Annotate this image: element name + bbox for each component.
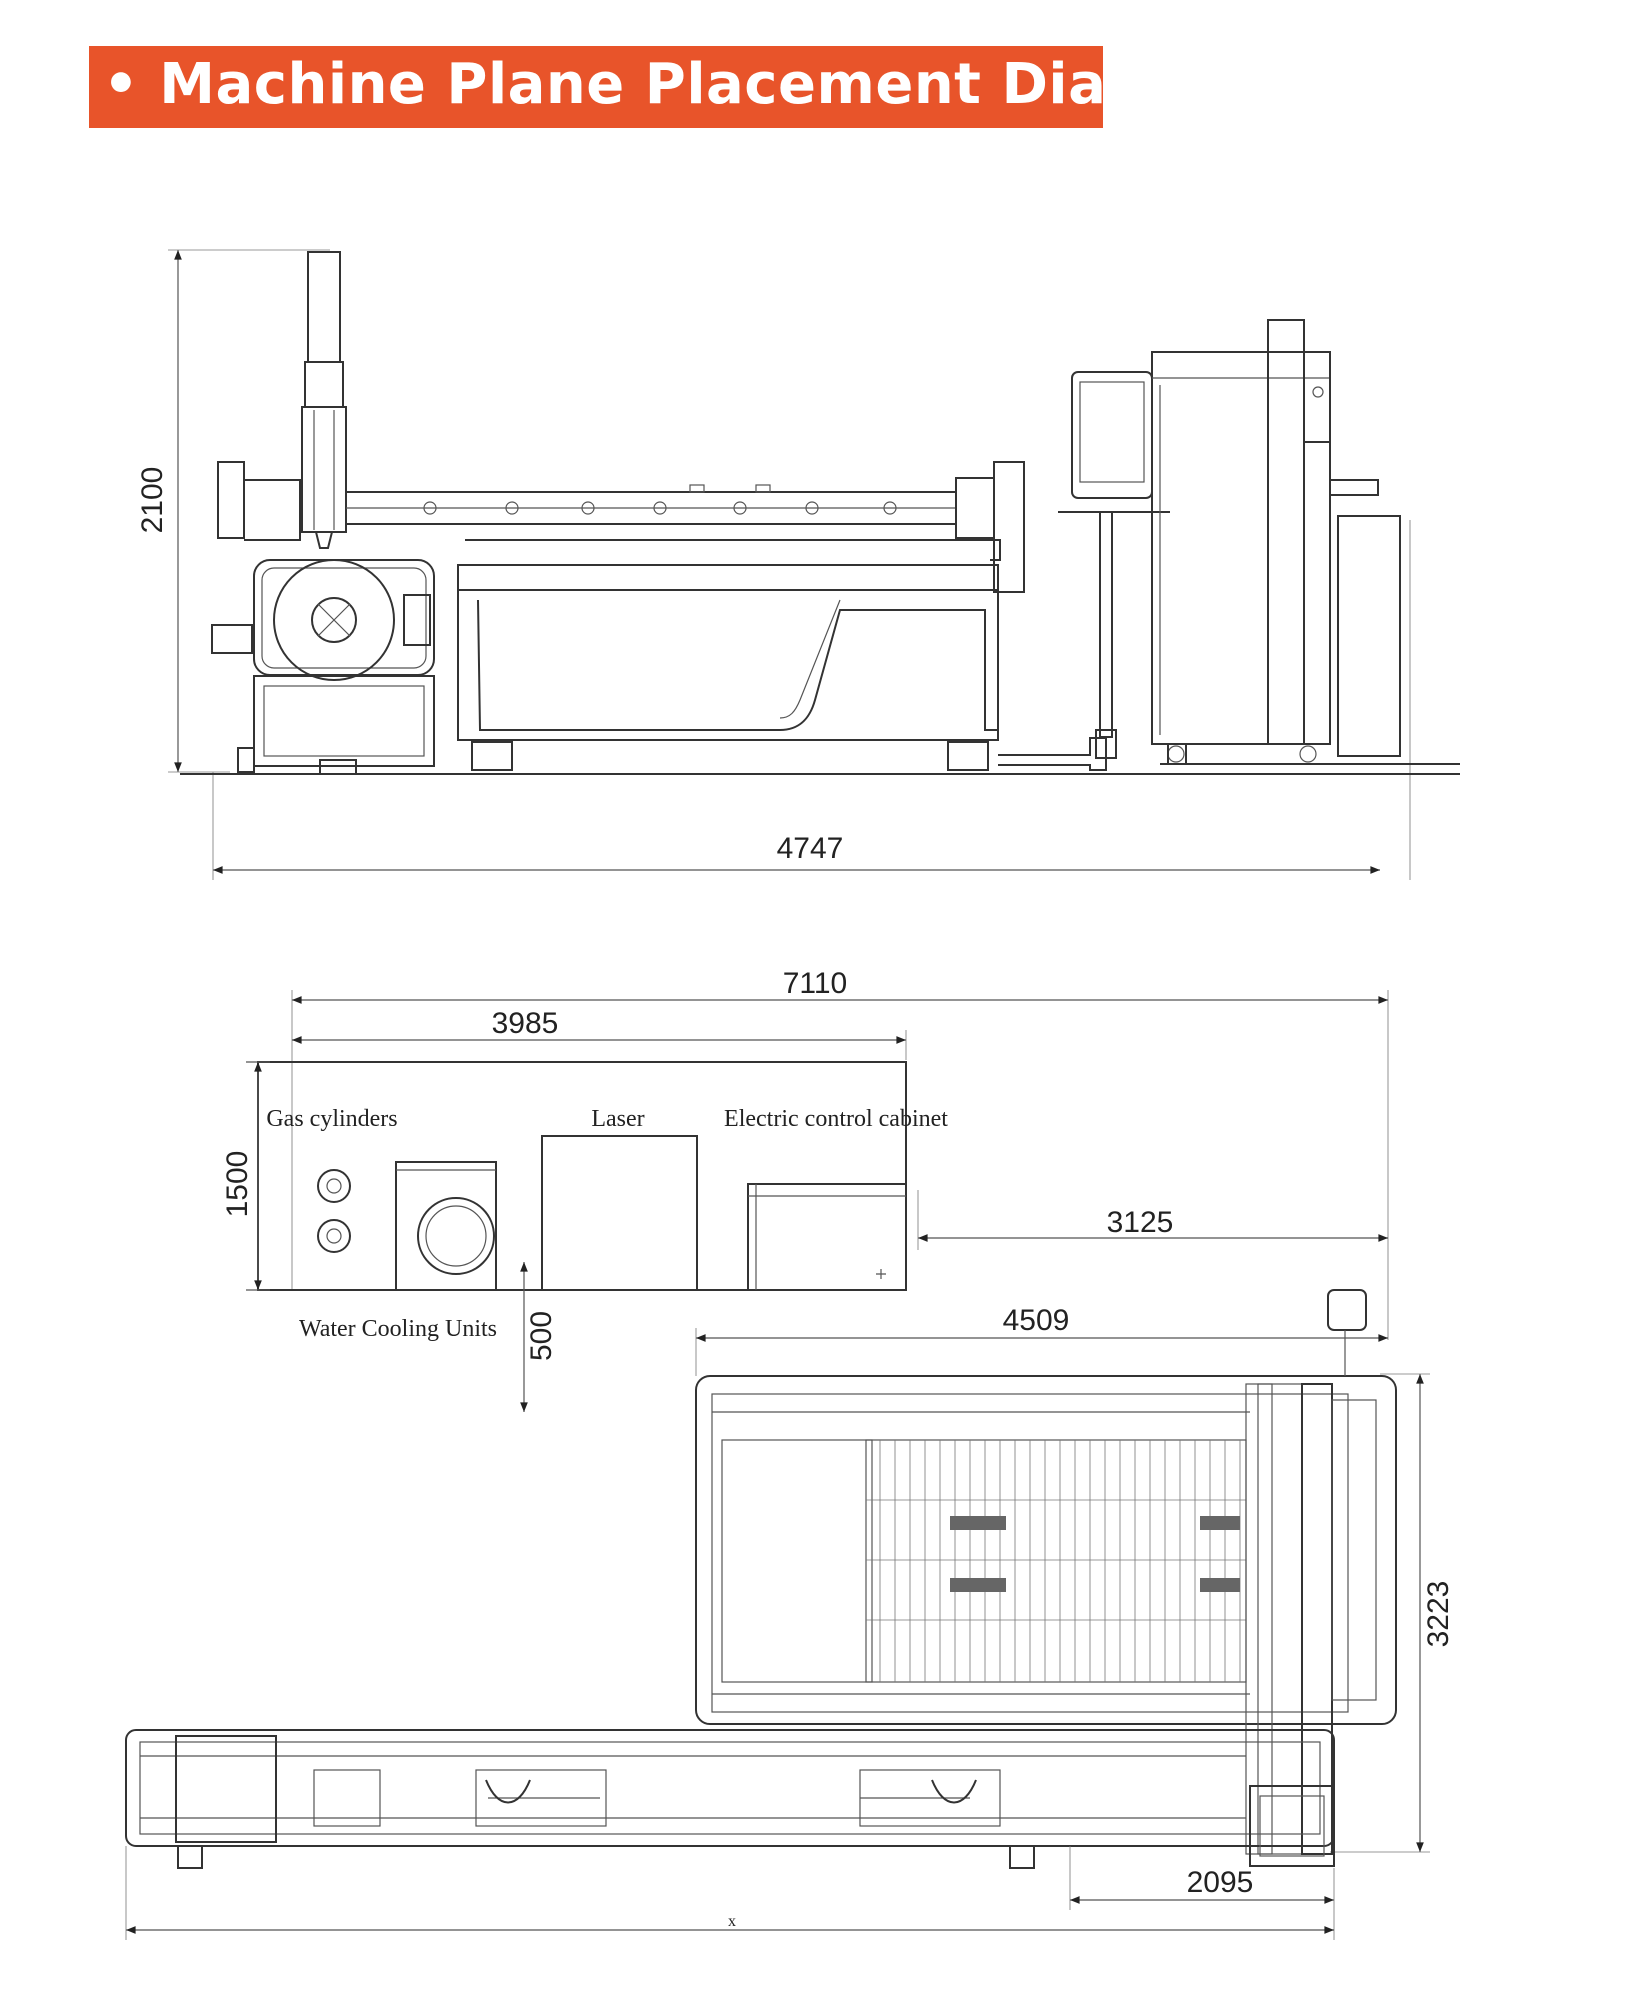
aux-depth-dimension-label: 1500 <box>221 1151 254 1218</box>
laser-label: Laser <box>591 1106 644 1132</box>
length-dimension-label: 4747 <box>777 832 844 865</box>
cabinet-offset-dimension-label: 3125 <box>1107 1206 1174 1239</box>
laser-source <box>541 1135 698 1291</box>
gap-dimension-label: 500 <box>525 1311 558 1361</box>
plan-view: 7110 3985 1500 Gas cylinders Laser Elect… <box>125 967 1455 1940</box>
z-axis-column <box>301 251 347 549</box>
cutting-bed-plan <box>695 1289 1397 1855</box>
total-length-dimension-label: 7110 <box>783 967 848 1000</box>
gantry-beam <box>217 461 1025 593</box>
width-dimension-label: 3223 <box>1422 1581 1455 1648</box>
electric-cabinet <box>1151 319 1460 765</box>
gas-cylinders <box>317 1169 351 1253</box>
height-dimension-label: 2100 <box>136 467 169 534</box>
water-cooler <box>395 1161 497 1291</box>
aux-equipment-area: 1500 Gas cylinders Laser Electric contro… <box>221 1061 948 1342</box>
grating <box>866 1440 1246 1682</box>
cabinet-plan <box>747 1183 907 1291</box>
tube-loading-bed <box>125 1729 1335 1869</box>
control-panel <box>1058 371 1170 759</box>
gas-cylinders-label: Gas cylinders <box>266 1106 397 1132</box>
water-cooling-label: Water Cooling Units <box>299 1316 497 1342</box>
rotary-chuck <box>211 559 435 775</box>
title-banner: • Machine Plane Placement Diagram <box>89 46 1272 128</box>
front-view: 2100 4747 <box>136 249 1460 880</box>
overall-dimension-label: x <box>728 1913 736 1930</box>
electric-cabinet-label: Electric control cabinet <box>724 1106 948 1132</box>
machine-bed <box>457 539 1107 771</box>
bed-length-dimension-label: 4509 <box>1003 1304 1070 1337</box>
aux-length-dimension-label: 3985 <box>492 1007 559 1040</box>
end-dimension-label: 2095 <box>1187 1866 1254 1899</box>
page-title: • Machine Plane Placement Diagram <box>103 52 1273 117</box>
